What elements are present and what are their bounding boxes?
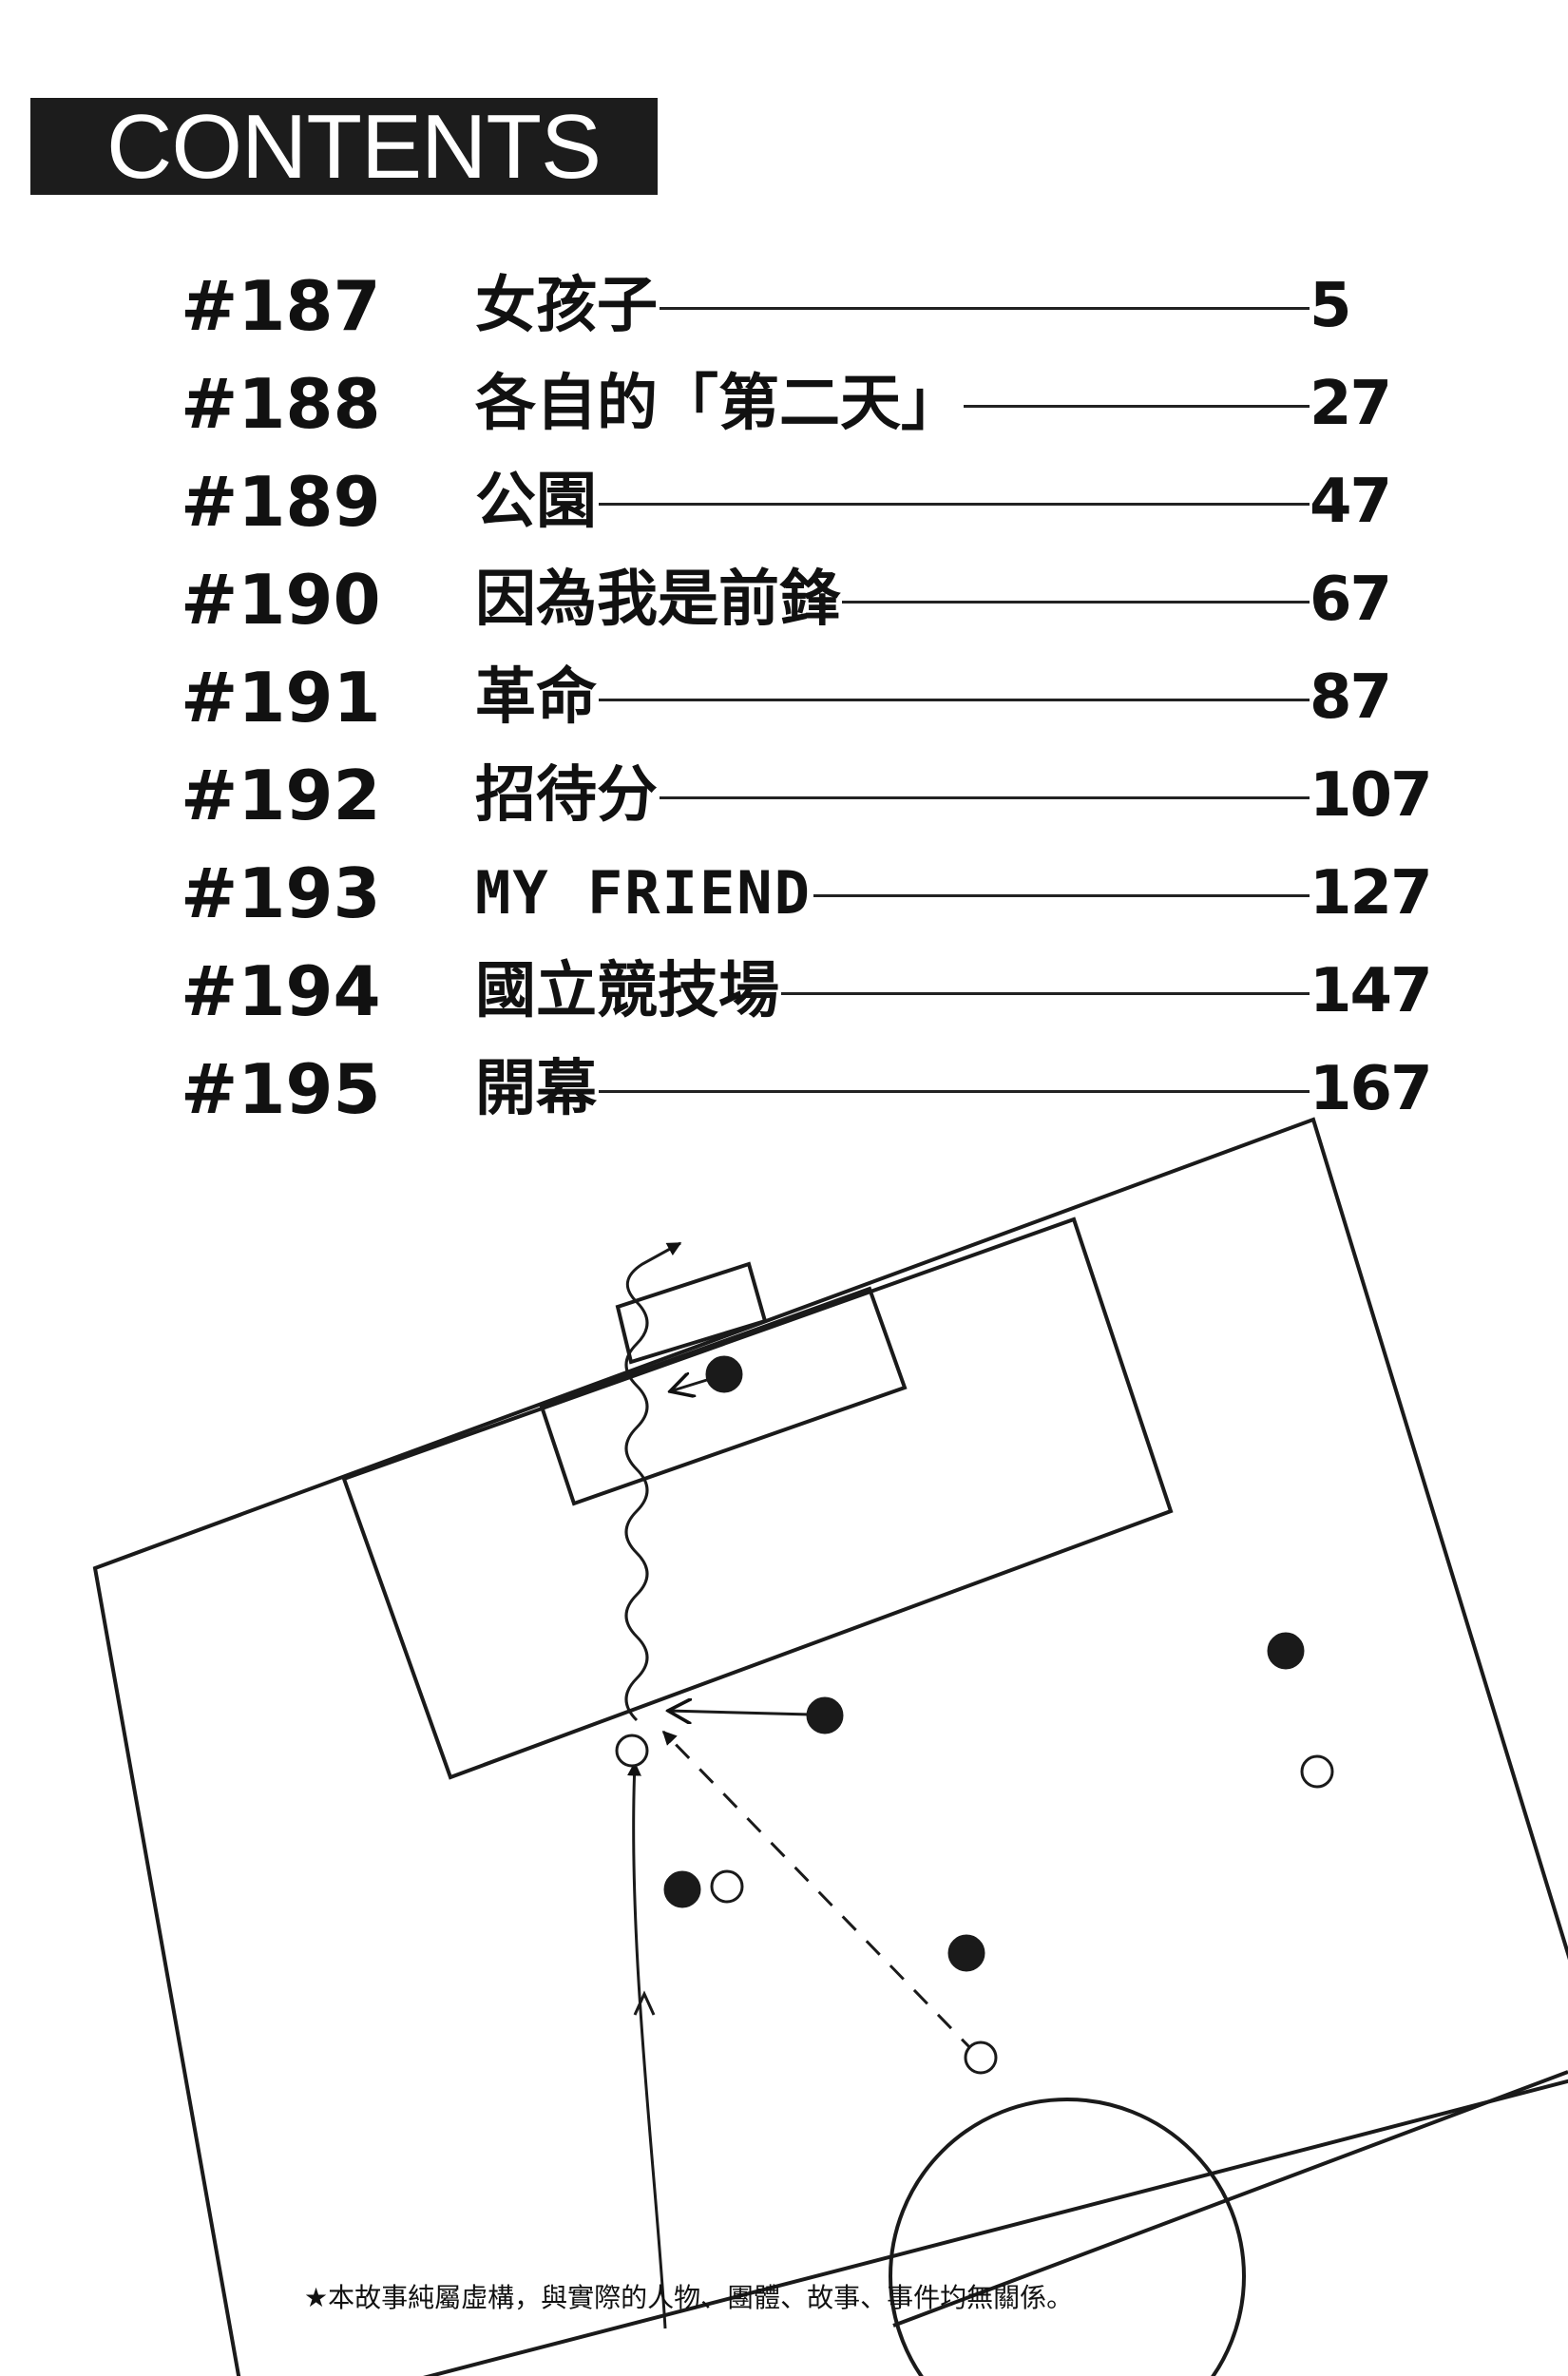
leader-line (532, 503, 1310, 506)
goal-area (539, 1286, 908, 1506)
leader-line (532, 307, 1310, 310)
penalty-box (341, 1217, 1174, 1780)
chapter-number: #194 (181, 951, 381, 1031)
toc-row-189[interactable]: #189 公園 47 (0, 454, 1568, 549)
chapter-title: 招待分 (475, 748, 660, 843)
defender-dot (947, 1934, 985, 1972)
leader-line (532, 894, 1310, 897)
page-number: 147 (1310, 956, 1433, 1026)
attacker-dot (964, 2041, 998, 2075)
page-number: 5 (1310, 271, 1352, 341)
toc-row-191[interactable]: #191 革命 87 (0, 650, 1568, 745)
chapter-number: #188 (181, 364, 381, 444)
leader-line (532, 601, 1310, 604)
chapter-number: #195 (181, 1049, 381, 1129)
chapter-number: #193 (181, 853, 381, 933)
page-number: 107 (1310, 760, 1433, 831)
chapter-number: #190 (181, 560, 381, 640)
defender-arrow-1 (670, 1375, 723, 1391)
chapter-title: MY FRIEND (475, 846, 813, 941)
leader-line (532, 992, 1310, 995)
run-arrow-mark (633, 1990, 656, 2016)
toc-row-187[interactable]: #187 女孩子 5 (0, 259, 1568, 354)
chapter-title: 因為我是前鋒 (475, 552, 842, 647)
defender-dot (806, 1696, 844, 1734)
chapter-number: #187 (181, 266, 381, 346)
disclaimer-text: ★本故事純屬虛構，與實際的人物、團體、故事、事件均無關係。 (304, 2282, 1074, 2313)
chapter-title: 公園 (475, 454, 599, 549)
chapter-number: #189 (181, 462, 381, 542)
page-number: 167 (1310, 1054, 1433, 1124)
page-number: 27 (1310, 369, 1392, 439)
pitch-outline (92, 1117, 1568, 2376)
pass-path (661, 1730, 977, 2055)
leader-line (532, 796, 1310, 799)
toc-row-195[interactable]: #195 開幕 167 (0, 1042, 1568, 1137)
defender-dot (663, 1870, 701, 1908)
chapter-title: 女孩子 (475, 259, 660, 354)
chapter-title: 國立競技場 (475, 944, 781, 1039)
page-number: 67 (1310, 565, 1392, 635)
toc-row-193[interactable]: #193 MY FRIEND 127 (0, 846, 1568, 941)
toc-row-190[interactable]: #190 因為我是前鋒 67 (0, 552, 1568, 647)
defender-dot (1267, 1632, 1305, 1670)
leader-line (532, 699, 1310, 701)
dribble-path (624, 1241, 682, 1722)
page-number: 127 (1310, 858, 1433, 929)
attacker-dot (615, 1734, 649, 1768)
chapter-title: 各自的「第二天」 (475, 356, 964, 451)
chapter-number: #191 (181, 658, 381, 738)
attacker-dot (710, 1869, 744, 1904)
page-number: 47 (1310, 467, 1392, 537)
contents-title: CONTENTS (106, 96, 602, 198)
chapter-title: 開幕 (475, 1042, 599, 1137)
defender-dot (705, 1355, 743, 1393)
table-of-contents: #187 女孩子 5 #188 各自的「第二天」 27 #189 公園 47 #… (0, 0, 1568, 1140)
run-path (626, 1761, 667, 2329)
toc-row-194[interactable]: #194 國立競技場 147 (0, 944, 1568, 1039)
toc-row-188[interactable]: #188 各自的「第二天」 27 (0, 356, 1568, 451)
page-number: 87 (1310, 662, 1392, 733)
defender-arrow-2 (668, 1711, 812, 1715)
chapter-title: 革命 (475, 650, 599, 745)
toc-row-192[interactable]: #192 招待分 107 (0, 748, 1568, 843)
goal-frame (615, 1261, 768, 1365)
leader-line (532, 1090, 1310, 1093)
chapter-number: #192 (181, 756, 381, 835)
attacker-dot (1300, 1754, 1334, 1789)
contents-header: CONTENTS (30, 96, 658, 198)
center-circle (889, 2098, 1246, 2376)
